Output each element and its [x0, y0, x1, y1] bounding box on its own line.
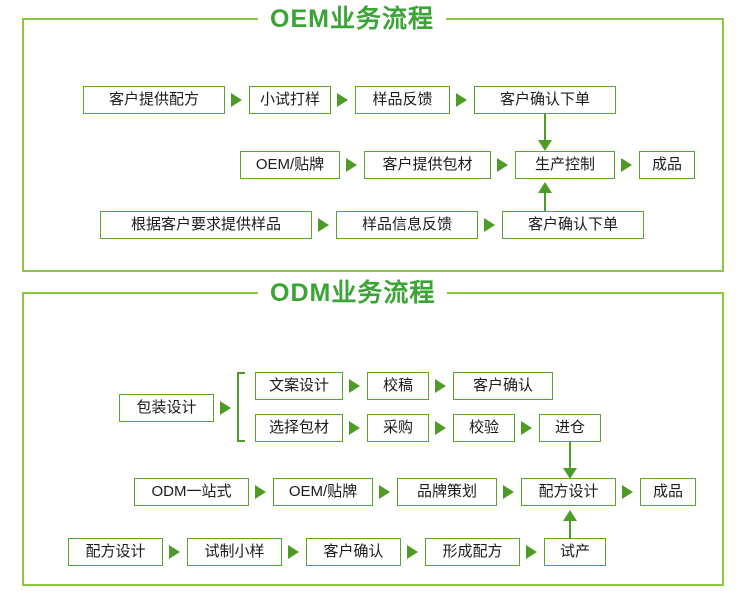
- oem-node-sample-info-feedback[interactable]: 样品信息反馈: [336, 211, 478, 239]
- oem-node-confirm-order-2[interactable]: 客户确认下单: [502, 211, 644, 239]
- odm-node-proofreading[interactable]: 校稿: [367, 372, 429, 400]
- arrow-right-icon: [220, 401, 231, 415]
- odm-panel-title: ODM业务流程: [258, 278, 448, 308]
- odm-node-finished-product[interactable]: 成品: [640, 478, 696, 506]
- arrow-right-icon: [435, 379, 446, 393]
- oem-node-trial-sample[interactable]: 小试打样: [249, 86, 331, 114]
- arrow-right-icon: [231, 93, 242, 107]
- arrow-down-icon: [563, 468, 577, 479]
- oem-node-production-control[interactable]: 生产控制: [515, 151, 615, 179]
- arrow-right-icon: [503, 485, 514, 499]
- odm-node-trial-production[interactable]: 试产: [544, 538, 606, 566]
- branch-bracket: [237, 372, 245, 442]
- connector-vertical: [544, 191, 546, 213]
- odm-node-form-formula[interactable]: 形成配方: [425, 538, 520, 566]
- odm-node-copywriting[interactable]: 文案设计: [255, 372, 343, 400]
- arrow-right-icon: [484, 218, 495, 232]
- oem-node-customer-formula[interactable]: 客户提供配方: [83, 86, 225, 114]
- oem-node-oem-label[interactable]: OEM/贴牌: [240, 151, 340, 179]
- odm-node-brand-planning[interactable]: 品牌策划: [397, 478, 497, 506]
- arrow-right-icon: [379, 485, 390, 499]
- arrow-right-icon: [435, 421, 446, 435]
- arrow-right-icon: [456, 93, 467, 107]
- arrow-right-icon: [622, 485, 633, 499]
- arrow-right-icon: [288, 545, 299, 559]
- arrow-up-icon: [538, 182, 552, 193]
- arrow-right-icon: [318, 218, 329, 232]
- arrow-right-icon: [407, 545, 418, 559]
- oem-panel-title: OEM业务流程: [258, 4, 446, 34]
- odm-node-oem-label[interactable]: OEM/贴牌: [273, 478, 373, 506]
- odm-node-select-packaging[interactable]: 选择包材: [255, 414, 343, 442]
- odm-node-purchase[interactable]: 采购: [367, 414, 429, 442]
- oem-node-sample-feedback[interactable]: 样品反馈: [355, 86, 450, 114]
- oem-node-confirm-order-1[interactable]: 客户确认下单: [474, 86, 616, 114]
- arrow-right-icon: [349, 379, 360, 393]
- arrow-up-icon: [563, 510, 577, 521]
- odm-node-inspection[interactable]: 校验: [453, 414, 515, 442]
- odm-node-packaging-design[interactable]: 包装设计: [119, 394, 214, 422]
- arrow-right-icon: [349, 421, 360, 435]
- odm-node-customer-confirm-2[interactable]: 客户确认: [306, 538, 401, 566]
- arrow-right-icon: [346, 158, 357, 172]
- arrow-right-icon: [497, 158, 508, 172]
- odm-node-formula-design-1[interactable]: 配方设计: [521, 478, 616, 506]
- odm-node-warehousing[interactable]: 进仓: [539, 414, 601, 442]
- oem-node-customer-packaging[interactable]: 客户提供包材: [364, 151, 491, 179]
- arrow-right-icon: [526, 545, 537, 559]
- arrow-right-icon: [255, 485, 266, 499]
- arrow-right-icon: [337, 93, 348, 107]
- odm-node-formula-design-2[interactable]: 配方设计: [68, 538, 163, 566]
- oem-node-sample-on-request[interactable]: 根据客户要求提供样品: [100, 211, 312, 239]
- odm-node-customer-confirm-1[interactable]: 客户确认: [453, 372, 553, 400]
- connector-vertical: [569, 442, 571, 470]
- arrow-down-icon: [538, 140, 552, 151]
- arrow-right-icon: [621, 158, 632, 172]
- odm-node-trial-small-sample[interactable]: 试制小样: [187, 538, 282, 566]
- arrow-right-icon: [521, 421, 532, 435]
- connector-vertical: [544, 114, 546, 142]
- oem-node-finished-product[interactable]: 成品: [639, 151, 695, 179]
- odm-node-one-stop[interactable]: ODM一站式: [134, 478, 249, 506]
- connector-vertical: [569, 519, 571, 540]
- arrow-right-icon: [169, 545, 180, 559]
